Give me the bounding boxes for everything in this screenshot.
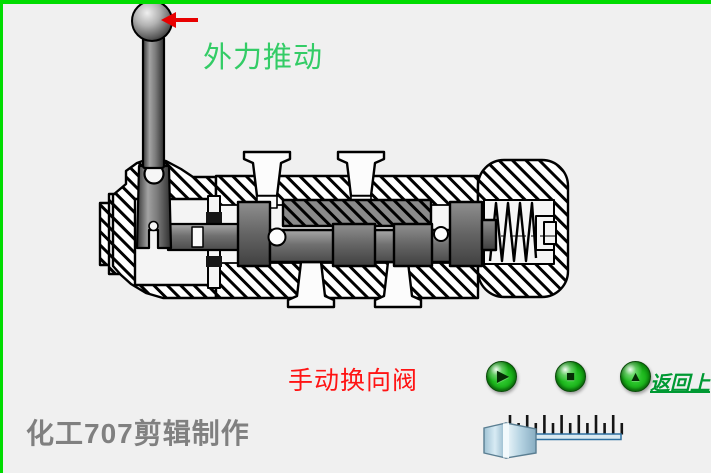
force-arrow [161,12,198,28]
frame-border-left [0,0,3,473]
bottom-port-2 [373,260,423,309]
force-label: 外力推动 [203,42,324,74]
lever-shaft [141,35,166,170]
back-up-button[interactable]: ▲ [620,361,651,392]
up-icon: ▲ [628,368,643,384]
timeline-scrubber[interactable] [478,408,638,464]
play-button[interactable]: ▶ [486,361,517,392]
back-link[interactable]: 返回上 [650,373,710,395]
scrubber-track[interactable] [534,433,622,441]
bottom-port-1 [286,260,336,309]
frame-border-top [0,0,711,4]
detent-ball-left [267,227,287,247]
stop-icon: ■ [565,368,576,385]
play-icon: ▶ [496,367,510,385]
scrubber-handle[interactable] [483,422,537,459]
stop-button[interactable]: ■ [555,361,586,392]
credit-label: 化工707剪辑制作 [26,418,250,449]
return-spring [488,201,538,263]
valve-spool [166,198,498,268]
valve-title-label: 手动换向阀 [288,367,419,395]
lever [131,0,173,250]
lever-fork [135,164,173,250]
detent-ball-right [433,226,449,242]
